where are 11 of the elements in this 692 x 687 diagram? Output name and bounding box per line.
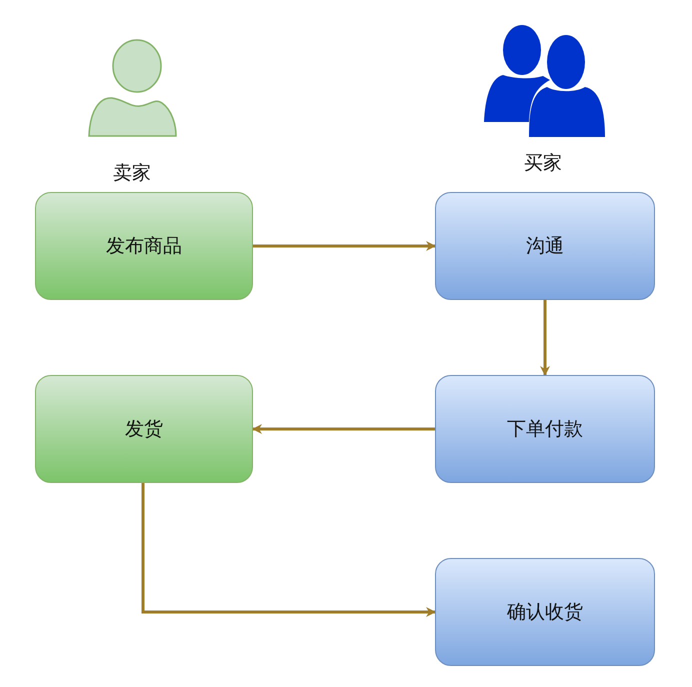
process-box: 发布商品 xyxy=(35,192,253,300)
arrow xyxy=(540,300,550,376)
process-box: 下单付款 xyxy=(435,375,655,483)
process-box: 沟通 xyxy=(435,192,655,300)
arrow xyxy=(252,424,435,434)
arrow xyxy=(253,241,436,251)
role-label: 买家 xyxy=(524,151,562,176)
arrow xyxy=(142,483,436,617)
process-box: 确认收货 xyxy=(435,558,655,666)
process-box: 发货 xyxy=(35,375,253,483)
role-label: 卖家 xyxy=(113,161,151,186)
